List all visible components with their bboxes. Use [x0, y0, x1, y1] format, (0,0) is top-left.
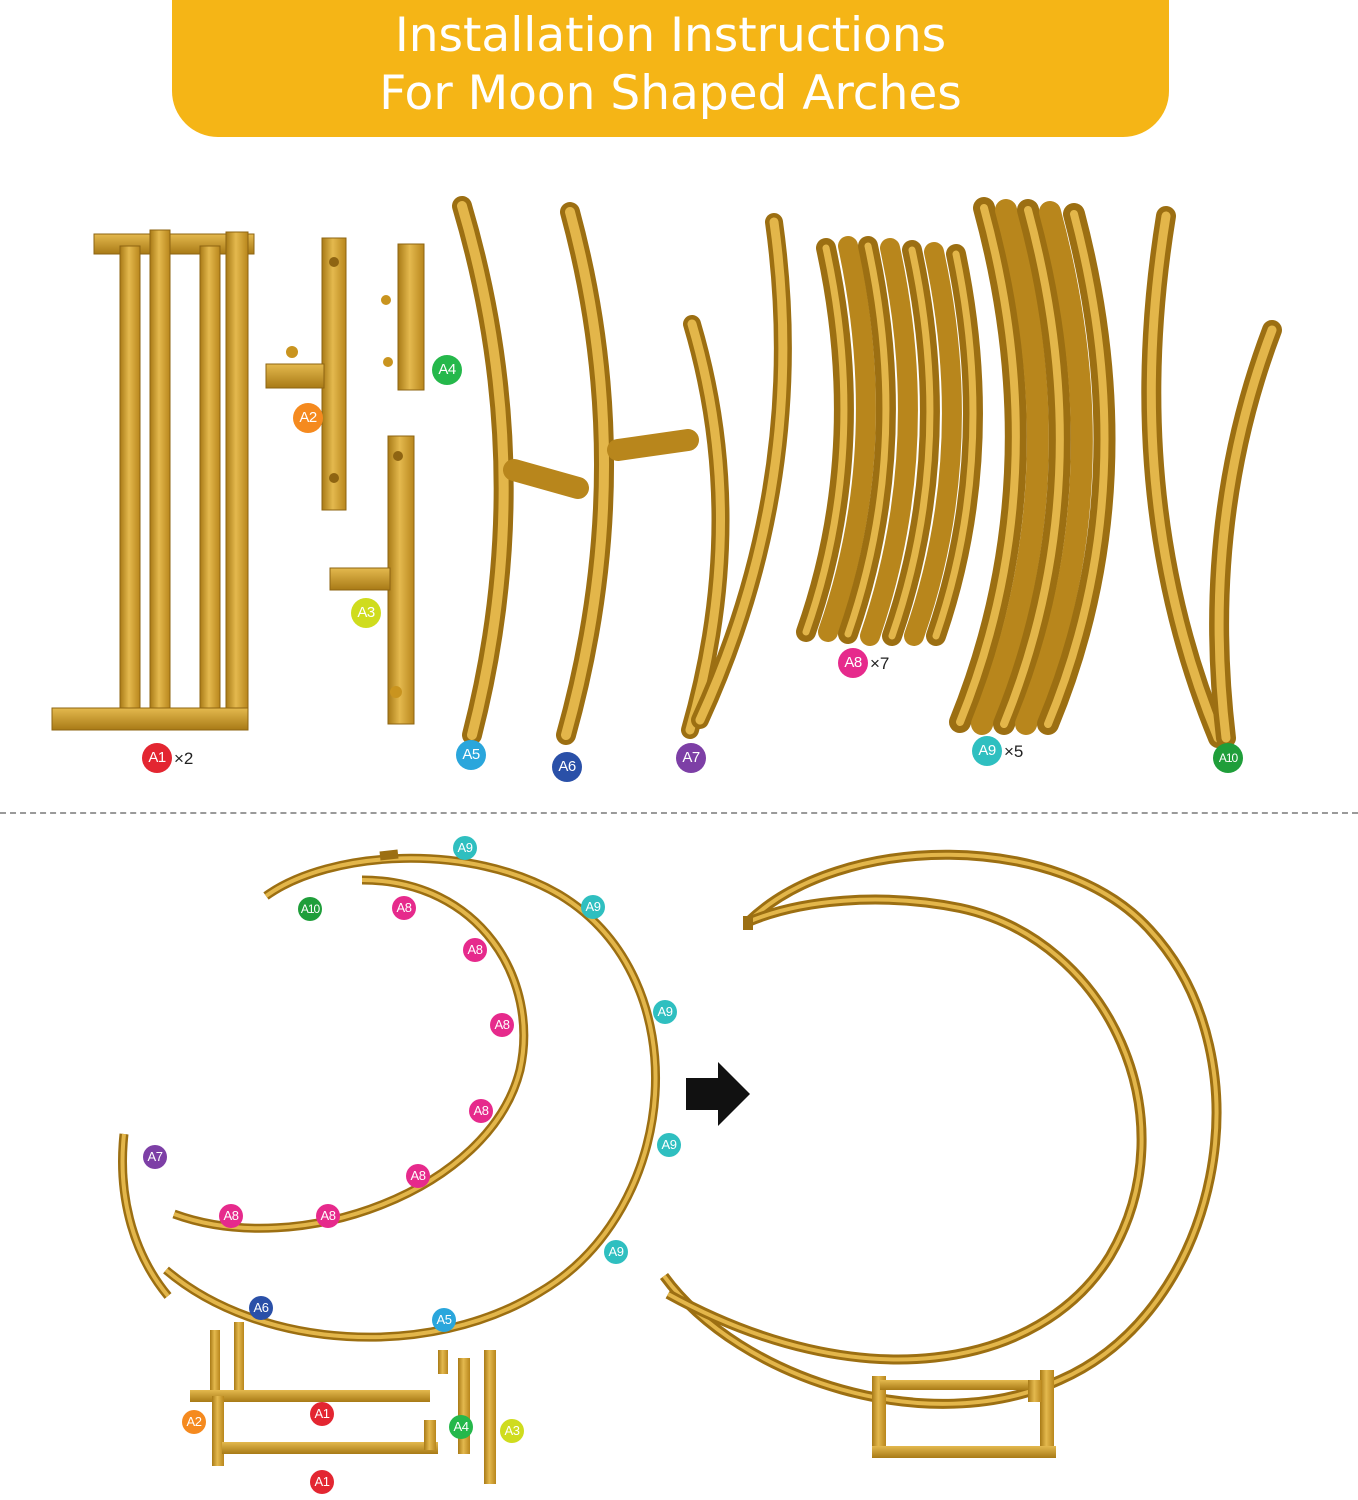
part-a2 [265, 237, 347, 511]
badge-a9: A9 [972, 736, 1002, 766]
arrow-right-icon [686, 1062, 750, 1126]
badge-a3: A3 [351, 598, 381, 628]
badge-a4: A4 [432, 355, 462, 385]
asm-badge-a8: A8 [219, 1204, 243, 1228]
asm-badge-a10: A10 [298, 897, 322, 921]
asm-badge-a3: A3 [500, 1419, 524, 1443]
part-a4 [381, 243, 425, 391]
badge-a10: A10 [1213, 743, 1243, 773]
asm-badge-a8: A8 [392, 896, 416, 920]
title-line-1: Installation Instructions [394, 8, 947, 63]
part-a7 [681, 315, 730, 739]
part-a10 [1141, 206, 1282, 748]
badge-a2: A2 [293, 403, 323, 433]
section-divider [0, 812, 1358, 814]
asm-badge-a9: A9 [657, 1133, 681, 1157]
qty-a8: ×7 [870, 654, 890, 673]
asm-badge-a7: A7 [143, 1145, 167, 1169]
asm-badge-a5: A5 [432, 1308, 456, 1332]
part-a6 [556, 202, 699, 745]
part-a1 [51, 229, 255, 731]
asm-badge-a9: A9 [653, 1000, 677, 1024]
part-a7-long [691, 213, 792, 729]
badge-a7: A7 [676, 743, 706, 773]
asm-badge-a8: A8 [469, 1099, 493, 1123]
asm-badge-a4: A4 [449, 1415, 473, 1439]
asm-badge-a2: A2 [182, 1410, 206, 1434]
asm-badge-a8: A8 [490, 1013, 514, 1037]
asm-badge-a6: A6 [249, 1296, 273, 1320]
assembled-moon [659, 849, 1222, 1409]
badge-a5: A5 [456, 740, 486, 770]
exploded-base [190, 1322, 496, 1484]
asm-badge-a8: A8 [406, 1164, 430, 1188]
title-line-2: For Moon Shaped Arches [379, 66, 962, 121]
asm-badge-a8: A8 [463, 938, 487, 962]
asm-badge-a9: A9 [453, 836, 477, 860]
qty-a9: ×5 [1004, 742, 1024, 761]
qty-a1: ×2 [174, 749, 194, 768]
asm-badge-a8: A8 [316, 1204, 340, 1228]
part-a9-stack [949, 197, 1116, 735]
asm-badge-a1: A1 [310, 1470, 334, 1494]
asm-badge-a1: A1 [310, 1402, 334, 1426]
assembled-base [872, 1370, 1056, 1458]
part-a3 [329, 435, 415, 725]
title-banner: Installation Instructions For Moon Shape… [172, 0, 1169, 137]
exploded-assembly [118, 849, 661, 1342]
badge-a8: A8 [838, 648, 868, 678]
badge-a6: A6 [552, 752, 582, 782]
asm-badge-a9: A9 [604, 1240, 628, 1264]
asm-badge-a9: A9 [581, 895, 605, 919]
part-a8-stack [796, 236, 983, 646]
badge-a1: A1 [142, 743, 172, 773]
part-a5 [452, 196, 589, 745]
